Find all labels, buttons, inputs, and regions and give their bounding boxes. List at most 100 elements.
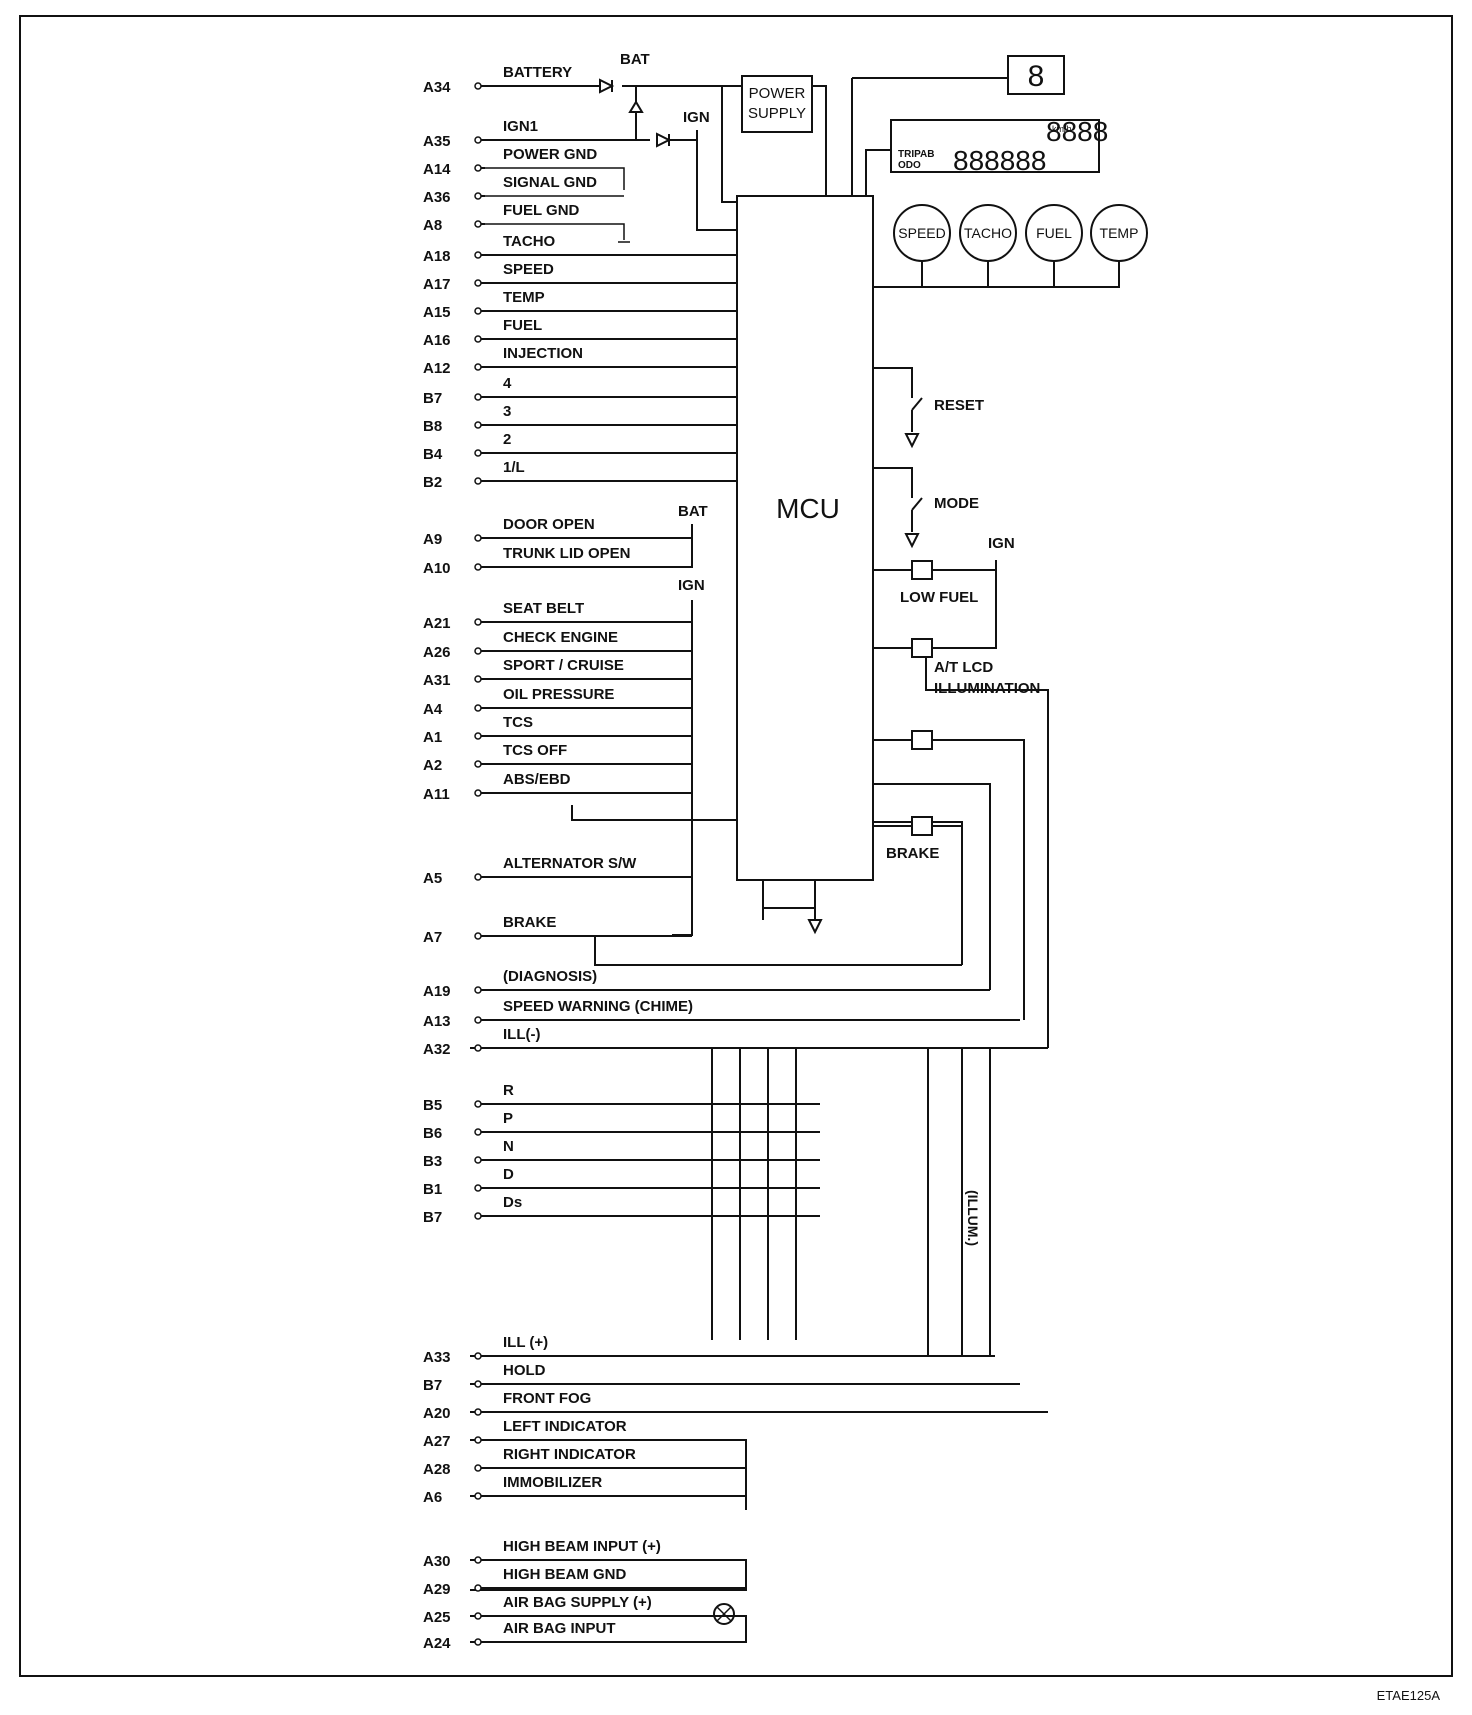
signal-label: SEAT BELT bbox=[503, 600, 584, 617]
ill-vertical-wiring bbox=[711, 1048, 991, 1356]
bat-zener bbox=[628, 100, 644, 113]
pin-a34: A34 bbox=[423, 79, 451, 96]
pin-a27: A27 bbox=[423, 1433, 451, 1450]
signal-label: FUEL bbox=[503, 317, 542, 334]
single-digit: 8 bbox=[1028, 60, 1045, 93]
signal-label: 2 bbox=[503, 431, 511, 448]
pin-b2: B2 bbox=[423, 474, 442, 491]
at-lcd-driver bbox=[911, 638, 933, 658]
signal-label: CHECK ENGINE bbox=[503, 629, 618, 646]
mcu-label: MCU bbox=[776, 493, 840, 524]
low-fuel-driver bbox=[911, 560, 933, 580]
pin-terminal bbox=[474, 1612, 482, 1620]
brake-return bbox=[594, 935, 962, 966]
signal-label: Ds bbox=[503, 1194, 522, 1211]
switch-wiring bbox=[873, 367, 923, 532]
pin-terminal bbox=[474, 1100, 482, 1108]
pin-terminal bbox=[474, 307, 482, 315]
ign-label-top: IGN bbox=[683, 109, 710, 126]
signal-label: POWER GND bbox=[503, 146, 597, 163]
pin-terminal bbox=[474, 932, 482, 940]
pin-terminal bbox=[474, 534, 482, 542]
pin-terminal bbox=[474, 760, 482, 768]
signal-label: P bbox=[503, 1110, 513, 1127]
pin-terminal bbox=[474, 1044, 482, 1052]
reset-ground bbox=[904, 433, 920, 449]
pin-a36: A36 bbox=[423, 189, 451, 206]
signal-label: 4 bbox=[503, 375, 512, 392]
gauge-label-speed: SPEED bbox=[898, 225, 945, 241]
signal-label: RIGHT INDICATOR bbox=[503, 1446, 636, 1463]
pin-terminal bbox=[474, 1156, 482, 1164]
pin-terminal bbox=[474, 1352, 482, 1360]
right-output-wiring bbox=[872, 560, 1049, 1048]
signal-label: TRUNK LID OPEN bbox=[503, 545, 631, 562]
gauge-wiring bbox=[873, 261, 1120, 288]
pin-terminal bbox=[474, 789, 482, 797]
pin-terminal bbox=[474, 220, 482, 228]
pin-a33: A33 bbox=[423, 1349, 451, 1366]
diagram-border bbox=[19, 15, 1453, 1677]
pin-a2: A2 bbox=[423, 757, 442, 774]
pin-b5: B5 bbox=[423, 1097, 442, 1114]
bat-label-warn: BAT bbox=[678, 503, 708, 520]
ign-label-right: IGN bbox=[988, 535, 1015, 552]
pin-terminal bbox=[474, 421, 482, 429]
signal-label: TEMP bbox=[503, 289, 545, 306]
lcd-digits-bottom: 888888 bbox=[953, 145, 1046, 176]
pin-a20: A20 bbox=[423, 1405, 451, 1422]
signal-label: HIGH BEAM GND bbox=[503, 1566, 627, 1583]
abs-return bbox=[571, 805, 737, 821]
pin-a17: A17 bbox=[423, 276, 451, 293]
lcd-display bbox=[890, 119, 1100, 173]
pin-terminal bbox=[474, 393, 482, 401]
pin-terminal bbox=[474, 704, 482, 712]
mcu-ground bbox=[807, 919, 823, 935]
signal-label: (DIAGNOSIS) bbox=[503, 968, 597, 985]
pin-a21: A21 bbox=[423, 615, 451, 632]
pin-a8: A8 bbox=[423, 217, 442, 234]
pin-a19: A19 bbox=[423, 983, 451, 1000]
brake-driver bbox=[911, 816, 933, 836]
pin-a28: A28 bbox=[423, 1461, 451, 1478]
signal-label: HOLD bbox=[503, 1362, 546, 1379]
signal-label: IGN1 bbox=[503, 118, 538, 135]
pin-terminal bbox=[474, 1212, 482, 1220]
signal-label: TCS OFF bbox=[503, 742, 567, 759]
pin-terminal bbox=[474, 1408, 482, 1416]
signal-label: DOOR OPEN bbox=[503, 516, 595, 533]
low-fuel-label: LOW FUEL bbox=[900, 589, 978, 606]
mcu-ground-wiring bbox=[762, 880, 816, 920]
pin-b4: B4 bbox=[423, 446, 443, 463]
pin-terminal bbox=[474, 1184, 482, 1192]
illumination-label: ILLUMINATION bbox=[934, 680, 1040, 697]
pin-a24: A24 bbox=[423, 1635, 451, 1652]
pin-terminal bbox=[474, 1436, 482, 1444]
pin-a9: A9 bbox=[423, 531, 442, 548]
pin-a6: A6 bbox=[423, 1489, 442, 1506]
ground-wiring bbox=[485, 167, 630, 243]
signal-label: LEFT INDICATOR bbox=[503, 1418, 627, 1435]
signal-label: ABS/EBD bbox=[503, 771, 571, 788]
signal-label: D bbox=[503, 1166, 514, 1183]
pin-a26: A26 bbox=[423, 644, 451, 661]
pin-a35: A35 bbox=[423, 133, 451, 150]
pin-a5: A5 bbox=[423, 870, 442, 887]
pin-a18: A18 bbox=[423, 248, 451, 265]
mode-ground bbox=[904, 533, 920, 549]
signal-label: BRAKE bbox=[503, 914, 556, 931]
pin-terminal bbox=[474, 164, 482, 172]
lcd-unit: km/h bbox=[1052, 124, 1072, 134]
pin-terminal bbox=[474, 363, 482, 371]
ign-diode bbox=[656, 132, 672, 148]
signal-label: 1/L bbox=[503, 459, 525, 476]
single-digit-display bbox=[1007, 55, 1065, 95]
pin-a29: A29 bbox=[423, 1581, 451, 1598]
pin-terminal bbox=[474, 675, 482, 683]
pin-terminal bbox=[474, 563, 482, 571]
pin-terminal bbox=[474, 335, 482, 343]
power-supply-label-2: SUPPLY bbox=[748, 105, 806, 122]
power-supply-label-1: POWER bbox=[749, 85, 806, 102]
